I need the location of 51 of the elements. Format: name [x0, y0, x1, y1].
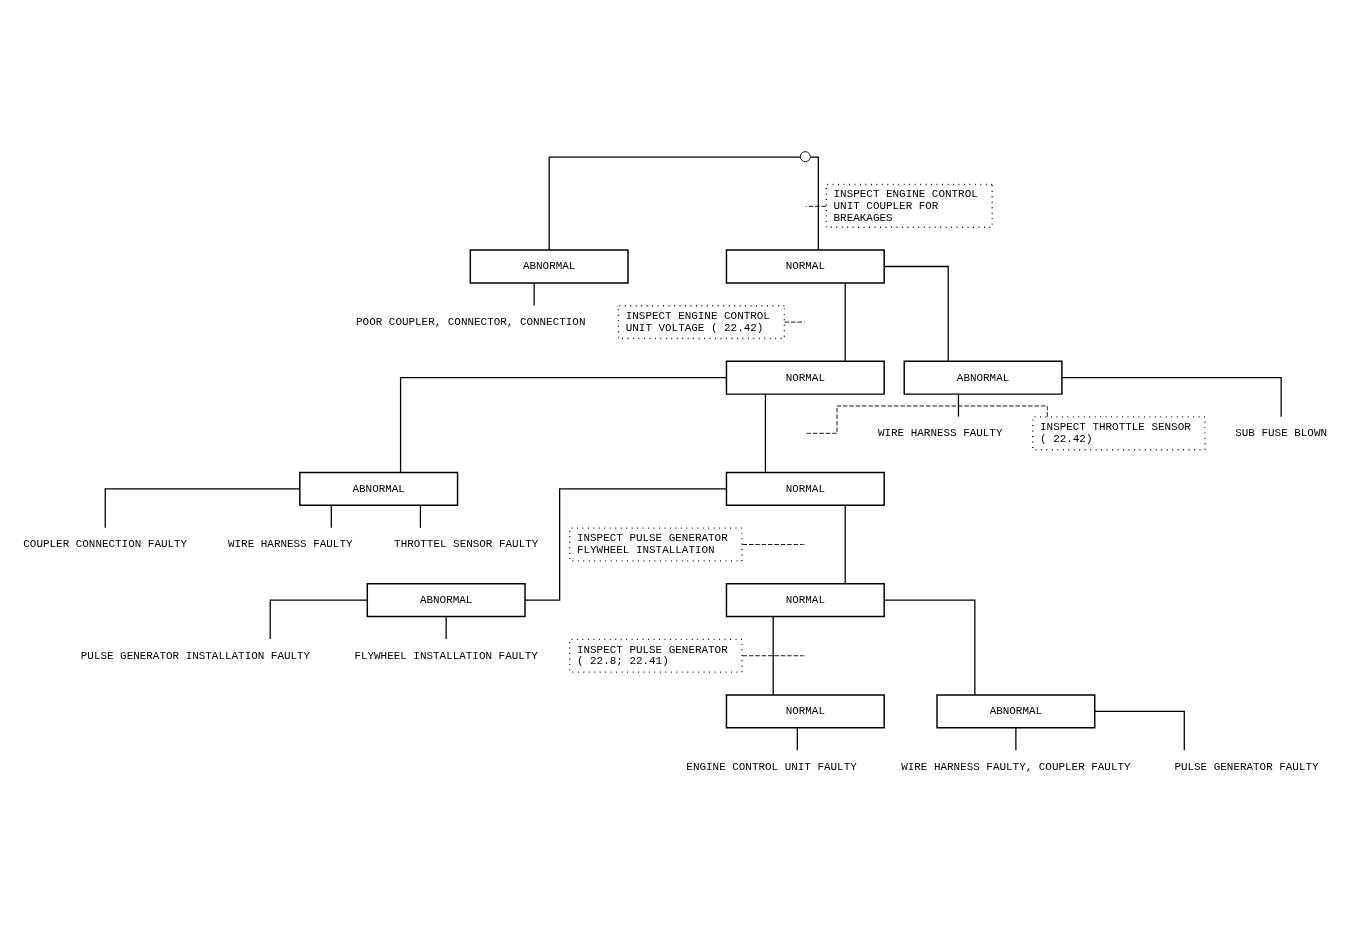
- node-box: ABNORMAL: [936, 694, 1096, 729]
- node-box: NORMAL: [725, 583, 885, 618]
- connector: [809, 156, 819, 251]
- node-text: WIRE HARNESS FAULTY: [228, 538, 353, 551]
- node-box: INSPECT PULSE GENERATOR FLYWHEEL INSTALLATION: [569, 527, 743, 562]
- connector: [399, 377, 727, 474]
- node-box: NORMAL: [725, 471, 885, 507]
- node-text: THROTTEL SENSOR FAULTY: [394, 538, 539, 551]
- connector: [844, 282, 846, 362]
- node-text: POOR COUPLER, CONNECTOR, CONNECTION: [356, 315, 586, 328]
- connector: [805, 205, 827, 207]
- connector: [1094, 710, 1185, 751]
- node-text: ENGINE CONTROL UNIT FAULTY: [686, 760, 857, 773]
- node-text: COUPLER CONNECTION FAULTY: [23, 538, 188, 551]
- node-box: INSPECT PULSE GENERATOR ( 22.8; 22.41): [569, 638, 743, 673]
- node-box: ABNORMAL: [903, 360, 1063, 395]
- node-box: ABNORMAL: [469, 249, 629, 284]
- connector: [741, 655, 805, 657]
- connector: [772, 615, 774, 696]
- connector: [419, 504, 422, 529]
- node-text: SUB FUSE BLOWN: [1235, 427, 1328, 440]
- node-box: NORMAL: [725, 694, 885, 729]
- connector: [524, 488, 727, 601]
- node-box: NORMAL: [725, 360, 885, 395]
- connector: [1015, 727, 1017, 751]
- connector: [1061, 377, 1282, 418]
- connector: [548, 156, 801, 251]
- node-box: ABNORMAL: [299, 471, 459, 507]
- node-box: INSPECT ENGINE CONTROL UNIT COUPLER FOR BREAKAGES: [825, 183, 993, 228]
- connector: [269, 599, 368, 640]
- connector: [796, 727, 798, 751]
- node-box: ABNORMAL: [366, 583, 526, 618]
- connector: [957, 393, 960, 418]
- node-text: PULSE GENERATOR FAULTY: [1174, 760, 1319, 773]
- connector: [741, 544, 805, 545]
- connector: [330, 504, 332, 529]
- node-box: INSPECT ENGINE CONTROL UNIT VOLTAGE ( 22.42): [617, 305, 786, 340]
- node-text: WIRE HARNESS FAULTY: [877, 427, 1003, 440]
- node-box: INSPECT THROTTLE SENSOR ( 22.42): [1032, 416, 1206, 451]
- connector: [533, 282, 535, 307]
- connector: [104, 488, 301, 529]
- node-box: NORMAL: [725, 249, 885, 284]
- connector: [883, 265, 949, 362]
- connector: [883, 599, 976, 696]
- connector: [764, 393, 767, 474]
- node-text: FLYWHEEL INSTALLATION FAULTY: [354, 649, 538, 662]
- connector: [844, 504, 846, 585]
- node-text: WIRE HARNESS FAULTY, COUPLER FAULTY: [901, 760, 1131, 773]
- connector: [445, 616, 447, 640]
- node-text: PULSE GENERATOR INSTALLATION FAULTY: [80, 649, 311, 662]
- node-circle: [799, 151, 811, 163]
